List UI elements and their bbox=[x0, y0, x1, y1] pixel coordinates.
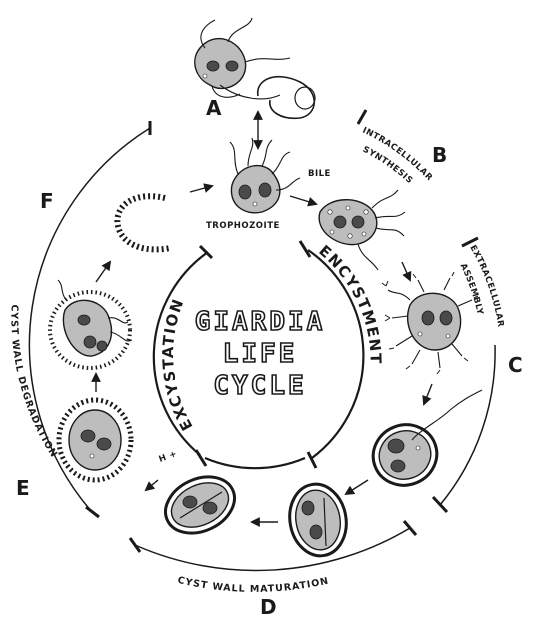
arrow-to-b bbox=[290, 196, 316, 204]
arrow-to-empty-wall bbox=[96, 262, 110, 282]
cyst-wall-maturation-label: CYST WALL MATURATION bbox=[176, 575, 330, 595]
cyst-mature bbox=[156, 466, 243, 544]
stage-f-excyzoite bbox=[50, 280, 132, 368]
diagram-title: GIARDIA LIFE CYCLE bbox=[195, 307, 326, 401]
stage-letter-f: F bbox=[40, 189, 54, 213]
title-line-2: LIFE bbox=[223, 339, 298, 369]
inner-bottom-arc bbox=[205, 458, 305, 468]
stage-c-wall-assembly bbox=[382, 272, 478, 374]
cyst-wall-degradation-label: CYST WALL DEGRADATION bbox=[8, 304, 59, 460]
stage-letter-b: B bbox=[432, 143, 447, 167]
bile-label: BILE bbox=[308, 169, 331, 179]
stage-e-excysting-cyst bbox=[59, 400, 131, 480]
encystment-label: ENCYSTMENT bbox=[315, 242, 384, 365]
title-line-1: GIARDIA bbox=[195, 307, 326, 337]
trophozoite-cell bbox=[230, 138, 300, 213]
arrow-to-trophozoite bbox=[190, 186, 212, 192]
empty-cyst-wall bbox=[117, 196, 170, 249]
cyst-early bbox=[365, 390, 482, 494]
maturation-bracket-arc bbox=[135, 528, 410, 571]
stage-letter-a: A bbox=[206, 96, 222, 120]
excystation-label: EXCYSTATION bbox=[159, 296, 196, 434]
cyst-maturing bbox=[284, 480, 352, 561]
arrow-to-cyst-maturing bbox=[346, 480, 368, 494]
stage-letter-e: E bbox=[16, 476, 30, 500]
trophozoite-label: TROPHOZOITE bbox=[206, 221, 280, 231]
intracellular-bracket-start bbox=[358, 110, 366, 124]
stage-letter-d: D bbox=[260, 595, 277, 619]
stage-letter-c: C bbox=[508, 353, 523, 377]
arrow-to-c bbox=[402, 262, 410, 280]
extracellular-bracket-arc bbox=[440, 345, 495, 505]
arrow-to-e bbox=[146, 480, 158, 490]
h-plus-label: H + bbox=[158, 449, 179, 465]
title-line-3: CYCLE bbox=[213, 371, 306, 401]
arrow-to-cyst-early bbox=[424, 384, 432, 404]
